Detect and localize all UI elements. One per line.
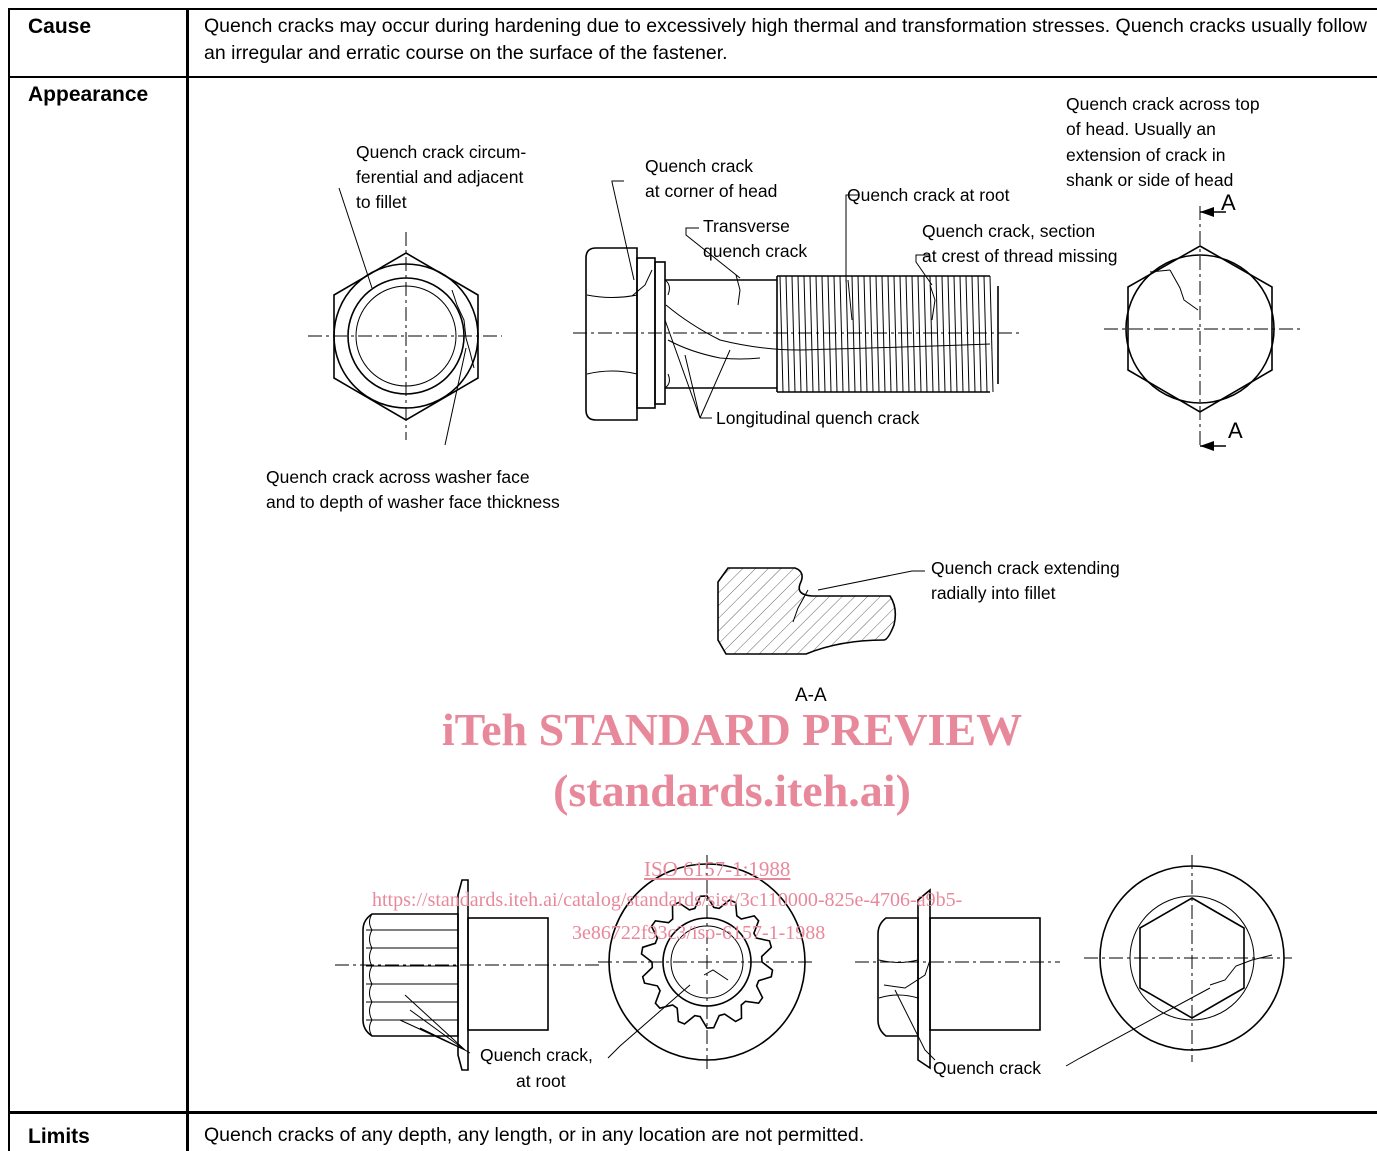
label-top-2: of head. Usually an <box>1066 119 1216 139</box>
label-circumferential-2: ferential and adjacent <box>356 167 524 187</box>
watermark-url-line1: https://standards.iteh.ai/catalog/standa… <box>372 889 963 911</box>
watermark-code: ISO 6157-1:1988 <box>644 857 791 881</box>
label-spline-root-2: at root <box>516 1071 566 1091</box>
watermark-site: (standards.iteh.ai) <box>553 765 911 816</box>
label-thread-missing-1: Quench crack, section <box>922 221 1096 241</box>
table-column-divider <box>186 8 189 1151</box>
spline-bolt-side-view <box>335 879 600 1071</box>
washer-face-view <box>308 187 502 446</box>
cause-heading: Cause <box>28 15 92 38</box>
label-circumferential-1: Quench crack circum- <box>356 142 527 162</box>
table-border-top <box>8 8 1377 10</box>
limits-text: Quench cracks of any depth, any length, … <box>204 1124 865 1146</box>
row-divider-appearance <box>8 1111 1377 1114</box>
label-spline-root-1: Quench crack, <box>480 1045 593 1065</box>
table-border-left <box>8 8 10 1151</box>
row-divider-cause <box>8 76 1377 78</box>
label-top-4: shank or side of head <box>1066 170 1234 190</box>
label-corner-2: at corner of head <box>645 181 778 201</box>
label-section-a-top: A <box>1221 190 1236 215</box>
label-section-a-bottom: A <box>1228 418 1243 443</box>
label-transverse-2: quench crack <box>703 241 808 261</box>
hex-flange-top-view <box>1065 855 1292 1067</box>
label-circumferential-3: to fillet <box>356 192 407 212</box>
bolt-side-view <box>573 180 1020 421</box>
section-a-a-view <box>717 567 925 655</box>
spline-end-view <box>598 855 816 1070</box>
cause-text: Quench cracks may occur during hardening… <box>204 15 1367 64</box>
label-transverse-1: Transverse <box>703 216 790 236</box>
head-top-view <box>1104 206 1300 451</box>
watermark-title: iTeh STANDARD PREVIEW <box>441 704 1023 755</box>
watermark-url-line2: 3e86722f93c3/iso-6157-1-1988 <box>572 922 826 944</box>
label-washer-2: and to depth of washer face thickness <box>266 492 560 512</box>
label-thread-missing-2: at crest of thread missing <box>922 246 1118 266</box>
label-top-1: Quench crack across top <box>1066 94 1260 114</box>
label-washer-1: Quench crack across washer face <box>266 467 530 487</box>
limits-heading: Limits <box>28 1125 90 1148</box>
label-flange-crack: Quench crack <box>933 1058 1041 1078</box>
label-top-3: extension of crack in <box>1066 145 1226 165</box>
appearance-heading: Appearance <box>28 83 149 106</box>
label-fillet-1: Quench crack extending <box>931 558 1120 578</box>
label-fillet-2: radially into fillet <box>931 583 1056 603</box>
label-longitudinal: Longitudinal quench crack <box>716 408 920 428</box>
label-corner-1: Quench crack <box>645 156 753 176</box>
hex-flange-bolt-side-view <box>855 888 1060 1070</box>
label-root: Quench crack at root <box>847 185 1010 205</box>
label-section-view: A-A <box>795 685 827 706</box>
